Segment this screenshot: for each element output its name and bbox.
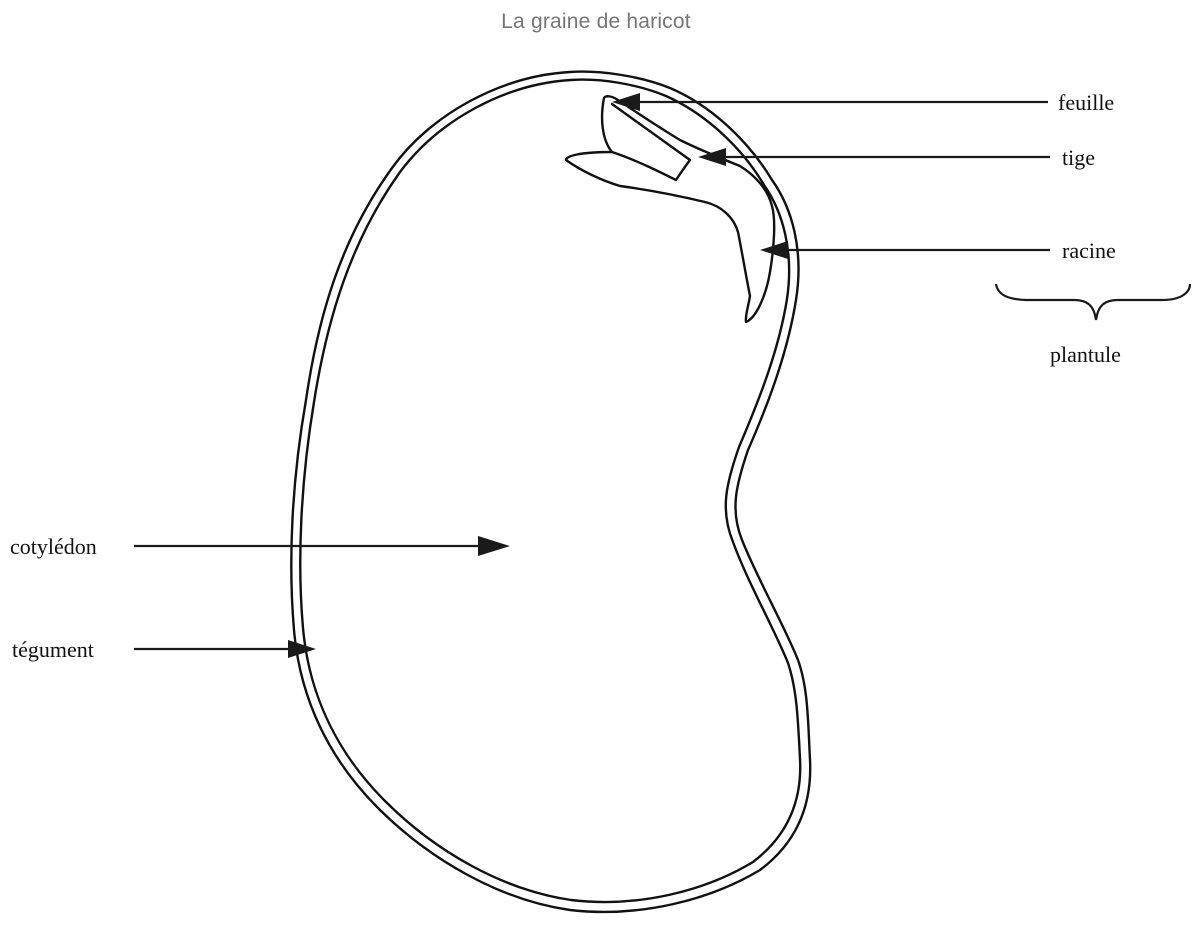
seedling-leaf-fold [612,104,690,180]
label-racine: racine [1062,238,1116,263]
seed-coat-inner [300,80,800,902]
label-plantule: plantule [1050,342,1121,367]
label-feuille: feuille [1058,90,1114,115]
label-cotyledon: cotylédon [10,534,97,559]
tegument-arrowhead [288,640,316,658]
seed-coat-outer [291,72,810,912]
label-tige: tige [1062,145,1095,170]
plantule-brace [996,284,1190,320]
label-tegument: tégument [12,637,94,662]
cotyledon-arrowhead [478,536,510,556]
seedling-leaf-outline [566,96,774,322]
